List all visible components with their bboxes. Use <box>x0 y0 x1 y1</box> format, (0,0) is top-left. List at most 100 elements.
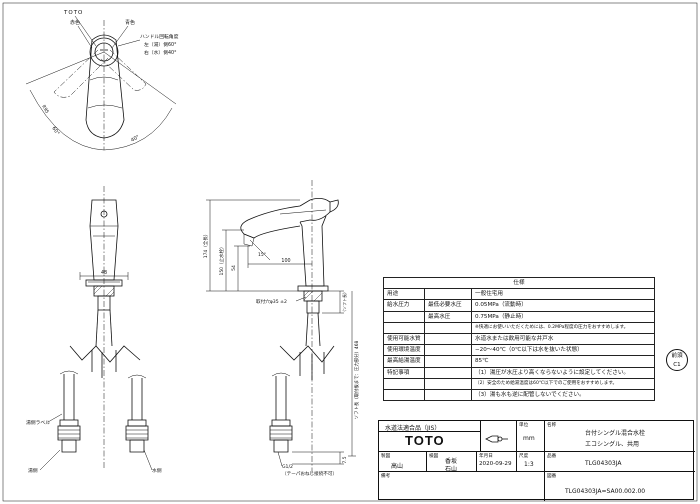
spec-value: 0.05MPa（流動時） <box>471 299 655 312</box>
dim-48: 48 <box>101 270 107 276</box>
name-cell: 名称 台付シングル混合水栓 エコシングル、共用 <box>545 421 695 452</box>
design-value: 高山 <box>391 463 404 470</box>
top-view: TOTO 赤色 青色 60° 40° R95 ハンドル回転角度 左（湯）側60°… <box>25 10 179 151</box>
spec-value: （1）湯圧が水圧より高くならないように設定してください。 <box>471 366 655 379</box>
date-value: 2020-09-29 <box>479 461 512 467</box>
spec-value: 水道水または飲用可能な井戸水 <box>471 333 655 346</box>
date-cell: 年月日 2020-09-29 <box>477 452 517 472</box>
check-value-1: 香坂 <box>445 458 458 465</box>
unit-value: mm <box>523 435 535 442</box>
remarks-label: 備考 <box>381 474 391 479</box>
revision-stamp: 前須 C1 <box>666 349 688 371</box>
dim-174: 174（全長） <box>202 232 209 259</box>
hot-color-label: 赤色 <box>70 19 80 26</box>
design-cell: 製図 高山 <box>379 452 427 472</box>
model-value: TLG04303JA <box>585 460 622 467</box>
hose-label: 湯側ラベル <box>26 419 50 426</box>
design-label: 製図 <box>381 454 391 459</box>
toto-logo: TOTO <box>405 433 445 448</box>
spec-value: （3）湯も水も逆に配管しないでください。 <box>471 389 655 402</box>
spec-sublabel <box>424 377 472 391</box>
model-label: 品番 <box>547 454 557 459</box>
spec-sublabel <box>424 389 472 402</box>
spec-row: 使用環境温度 −20〜40℃（0℃以下は水を抜いた状態） <box>383 344 655 357</box>
spec-sublabel: 最高水圧 <box>424 310 472 323</box>
angle-left-label: 60° <box>50 126 60 137</box>
spec-row: 特記事項 （1）湯圧が水圧より高くならないように設定してください。 <box>383 366 655 379</box>
handle-angle-left: 左（湯）側60° <box>144 41 177 48</box>
check-label: 検図 <box>429 454 439 459</box>
revision-line-2: C1 <box>673 362 681 368</box>
spec-label: 使用環境温度 <box>383 344 425 357</box>
logo-cell: TOTO <box>379 432 481 452</box>
dim-150: 150（止水栓） <box>218 244 225 275</box>
spec-sublabel <box>424 321 472 335</box>
date-label: 年月日 <box>479 454 493 459</box>
spec-label: 使用可能水質 <box>383 333 425 346</box>
spec-row: 使用可能水質 水道水または飲用可能な井戸水 <box>383 333 655 346</box>
spec-sublabel <box>424 366 472 379</box>
remarks-cell: 備考 <box>379 472 545 501</box>
spec-label <box>383 389 425 402</box>
drawing-no-value: TLG04303JA=SA00.002.00 <box>565 488 646 495</box>
side-view: 174（全長） 150（止水栓） 54 15° 100 取付穴φ35 ±2 （ソ… <box>202 180 360 477</box>
spec-label <box>383 310 425 323</box>
cold-color-label: 青色 <box>125 19 135 26</box>
spec-sublabel <box>424 288 472 301</box>
spec-label: 特記事項 <box>383 366 425 379</box>
spec-row: ※快適にお使いいただくためには、0.2MPa程度の圧力をおすすめします。 <box>383 321 655 335</box>
name-line-2: エコシングル、共用 <box>585 441 640 448</box>
name-line-1: 台付シングル混合水栓 <box>585 430 646 437</box>
symbol-cell <box>481 421 517 452</box>
thread-note-2: （テーパおねじ接続不可） <box>282 470 337 477</box>
spec-sublabel <box>424 344 472 357</box>
standard-cell: 水道法適合品（JIS） <box>379 421 481 432</box>
spec-label <box>383 377 425 391</box>
radius-note: R95 <box>40 104 50 115</box>
title-block: 水道法適合品（JIS） TOTO 単位 mm 名称 台付シングル混合水栓 エコシ… <box>378 420 695 501</box>
standard-text: 水道法適合品（JIS） <box>385 425 441 432</box>
spec-value: 一般住宅用 <box>471 288 655 301</box>
spec-value: （2）安全のため給湯温度は60℃以下でのご使用をおすすめします。 <box>471 377 655 391</box>
cold-connection-label: 水側 <box>152 467 162 474</box>
spec-value: ※快適にお使いいただくためには、0.2MPa程度の圧力をおすすめします。 <box>471 321 655 335</box>
spec-sublabel <box>424 333 472 346</box>
unit-cell: 単位 mm <box>517 421 545 452</box>
spec-title: 仕様 <box>383 276 655 290</box>
spec-row: 用途一般住宅用 <box>383 288 655 301</box>
scale-value: 1:3 <box>524 461 534 468</box>
name-label: 名称 <box>547 423 557 428</box>
drawing-no-label: 図番 <box>547 474 557 479</box>
spec-value: −20〜40℃（0℃以下は水を抜いた状態） <box>471 344 655 357</box>
dim-thread: （ソフト長） <box>342 290 347 314</box>
spec-label: 給水圧力 <box>383 299 425 312</box>
hot-connection-label: 湯側 <box>28 467 38 474</box>
spec-row: （2）安全のため給湯温度は60℃以下でのご使用をおすすめします。 <box>383 377 655 391</box>
check-cell: 検図 香坂 石山 <box>427 452 477 473</box>
scale-cell: 尺度 1:3 <box>517 452 545 472</box>
revision-line-1: 前須 <box>671 353 683 359</box>
brand-text: TOTO <box>63 10 83 16</box>
spec-value: 0.75MPa（静止時） <box>471 310 655 323</box>
spec-sublabel <box>424 355 472 368</box>
handle-angle-right: 右（水）側40° <box>144 49 177 56</box>
dim-7-5: 7.5 <box>342 456 348 463</box>
angle-right-label: 40° <box>130 134 141 144</box>
spec-label <box>383 321 425 335</box>
spec-row: （3）湯も水も逆に配管しないでください。 <box>383 389 655 402</box>
handle-angle-title: ハンドル回転角度 <box>140 33 179 40</box>
scale-label: 尺度 <box>519 454 529 459</box>
model-cell: 品番 TLG04303JA <box>545 452 695 472</box>
check-value-2: 石山 <box>445 466 458 473</box>
front-view: 48 湯側ラベル 湯側 水側 <box>26 186 162 474</box>
spec-sublabel: 最低必要水圧 <box>424 299 472 312</box>
dim-100: 100 <box>281 258 290 264</box>
dim-mount: 取付穴φ35 ±2 <box>256 298 287 305</box>
spec-label: 最高給湯温度 <box>383 355 425 368</box>
drawing-no-cell: 図番 TLG04303JA=SA00.002.00 <box>545 472 695 501</box>
